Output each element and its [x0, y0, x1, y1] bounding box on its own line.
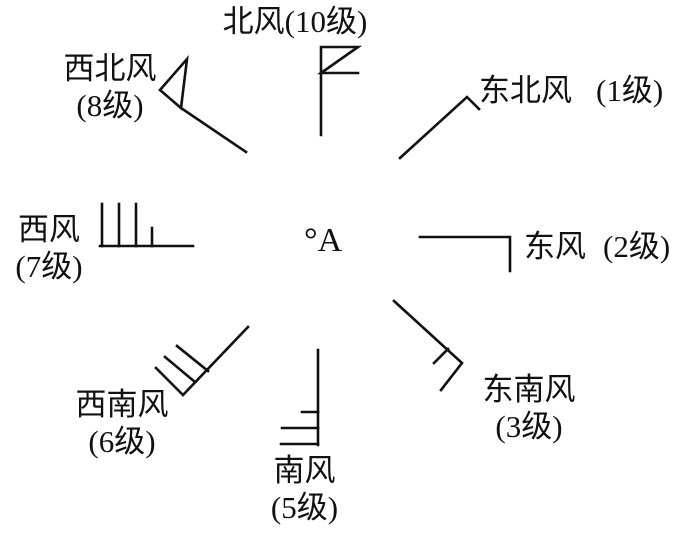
northwest-wind-text: 西北风	[63, 51, 157, 86]
southeast-wind-level: (3级)	[495, 409, 563, 444]
southwest-wind-text: 西南风	[75, 387, 169, 422]
northwest-wind-level: (8级)	[76, 88, 144, 123]
north-wind-text: 北风(10级)	[222, 4, 368, 39]
label-west-wind: 西风 (7级)	[0, 211, 98, 285]
northeast-wind-level: (1级)	[596, 73, 664, 108]
southeast-wind-text: 东南风	[482, 372, 576, 407]
label-southeast-wind: 东南风 (3级)	[455, 371, 603, 445]
west-wind-barb-icon	[98, 202, 195, 248]
label-east-wind: 东风 (2级)	[524, 228, 670, 265]
station-point-a: °A	[304, 222, 343, 259]
northeast-wind-barb-icon	[398, 95, 481, 160]
southwest-wind-level: (6级)	[88, 424, 156, 459]
south-wind-barb-icon	[279, 348, 320, 447]
south-wind-text: 南风	[273, 453, 336, 488]
label-northeast-wind: 东北风 (1级)	[479, 72, 663, 109]
north-wind-barb-icon	[316, 45, 363, 137]
label-southwest-wind: 西南风 (6级)	[52, 386, 192, 460]
east-wind-text: 东风	[524, 229, 586, 264]
label-south-wind: 南风 (5级)	[242, 452, 367, 526]
east-wind-level: (2级)	[603, 229, 671, 264]
northwest-wind-barb-icon	[158, 54, 248, 154]
southwest-wind-barb-icon	[154, 325, 250, 397]
west-wind-level: (7级)	[15, 249, 83, 284]
south-wind-level: (5级)	[270, 490, 339, 525]
southeast-wind-barb-icon	[392, 299, 464, 392]
label-north-wind: 北风(10级)	[200, 3, 390, 40]
west-wind-text: 西风	[18, 212, 80, 247]
northeast-wind-text: 东北风	[479, 73, 572, 108]
label-northwest-wind: 西北风 (8级)	[35, 50, 185, 124]
east-wind-barb-icon	[418, 235, 512, 273]
